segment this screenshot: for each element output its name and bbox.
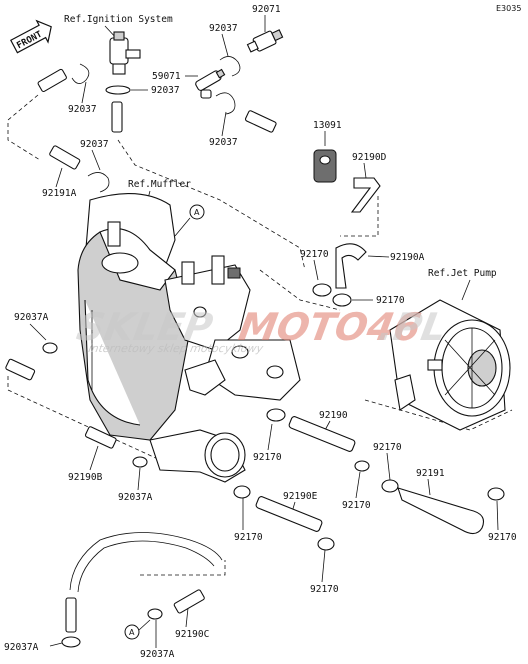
water-box-muffler bbox=[77, 193, 191, 441]
o-ring-icon bbox=[105, 85, 131, 95]
clamp-icon-6 bbox=[381, 479, 399, 493]
hose-92190 bbox=[288, 416, 356, 452]
joint-fitting bbox=[195, 68, 226, 91]
hose-left bbox=[5, 358, 36, 381]
watermark-part2: MOTO46 bbox=[235, 305, 424, 350]
hose-92190B bbox=[84, 426, 117, 449]
front-arrow-icon: FRONT bbox=[10, 19, 52, 54]
clamp-icon-11 bbox=[147, 608, 163, 620]
clamp-icon-8 bbox=[132, 456, 148, 468]
jet-pump bbox=[389, 299, 511, 431]
callout-a-top bbox=[189, 204, 205, 220]
hose-92190A bbox=[335, 243, 367, 289]
label-92190: 92190 bbox=[319, 410, 348, 421]
label-59071: 59071 bbox=[152, 71, 181, 82]
watermark: SKLEP MOTO46 .PL internetowy sklep motoc… bbox=[73, 305, 449, 355]
clamp-icon-9 bbox=[233, 485, 251, 499]
clamp-icon-5 bbox=[354, 460, 370, 472]
long-hose-line bbox=[69, 532, 223, 591]
clip-icon-3 bbox=[215, 92, 236, 115]
clip-icon-2 bbox=[219, 56, 241, 77]
bracket-13091 bbox=[313, 149, 337, 183]
label-92037-a: 92037 bbox=[68, 104, 97, 115]
hose-top-left bbox=[37, 68, 67, 93]
label-92037-b: 92037 bbox=[209, 23, 238, 34]
hose-92190D bbox=[350, 177, 381, 213]
ref-muffler: Ref.Muffler bbox=[128, 179, 191, 190]
hose-upper-right bbox=[244, 110, 277, 133]
label-92037-c: 92037 bbox=[209, 137, 238, 148]
label-92170-e: 92170 bbox=[373, 442, 402, 453]
breather-fitting bbox=[246, 29, 284, 53]
label-92191: 92191 bbox=[416, 468, 445, 479]
label-92191A: 92191A bbox=[42, 188, 77, 199]
callout-a-bottom-text: A bbox=[129, 628, 135, 637]
clamp-icon-10 bbox=[317, 537, 335, 551]
label-92037A-d: 92037A bbox=[4, 642, 39, 653]
ref-ignition-system: Ref.Ignition System bbox=[64, 14, 173, 25]
watermark-sub: internetowy sklep motocyklowy bbox=[87, 342, 264, 355]
callout-a-bottom bbox=[124, 624, 140, 640]
long-hose-line-2 bbox=[77, 540, 215, 593]
watermark-part1: SKLEP bbox=[73, 305, 216, 350]
hose-92191 bbox=[397, 487, 485, 535]
label-92170-a: 92170 bbox=[300, 249, 329, 260]
label-92037A-c: 92037A bbox=[140, 649, 175, 660]
clamp-icon-12 bbox=[61, 636, 81, 648]
label-92037-e: 92037 bbox=[151, 85, 180, 96]
clamp-icon bbox=[312, 283, 332, 297]
clamp-icon-3 bbox=[42, 342, 58, 354]
label-92170-f: 92170 bbox=[488, 532, 517, 543]
exhaust-manifold bbox=[164, 255, 301, 401]
ref-jet-pump: Ref.Jet Pump bbox=[428, 268, 497, 279]
outlet-elbow bbox=[149, 429, 246, 483]
label-92190D: 92190D bbox=[352, 152, 387, 163]
label-92190B: 92190B bbox=[68, 472, 103, 483]
label-92170-g: 92170 bbox=[234, 532, 263, 543]
label-92037A-a: 92037A bbox=[14, 312, 49, 323]
label-92190E: 92190E bbox=[283, 491, 318, 502]
clip-icon bbox=[71, 63, 90, 84]
label-92037A-b: 92037A bbox=[118, 492, 153, 503]
clamp-icon-7 bbox=[487, 487, 505, 501]
diagram-code: E3035 bbox=[496, 4, 521, 13]
small-joint bbox=[200, 89, 212, 99]
clamp-icon-4 bbox=[266, 408, 286, 422]
hose-92190E bbox=[255, 496, 323, 532]
label-92170-b: 92170 bbox=[376, 295, 405, 306]
hose-92191A bbox=[49, 145, 81, 170]
label-92170-c: 92170 bbox=[253, 452, 282, 463]
label-92190A: 92190A bbox=[390, 252, 425, 263]
hose-small-vertical bbox=[111, 101, 123, 133]
label-92071: 92071 bbox=[252, 4, 281, 15]
callout-a-top-text: A bbox=[194, 208, 200, 217]
label-92170-h: 92170 bbox=[310, 584, 339, 595]
label-13091: 13091 bbox=[313, 120, 342, 131]
clamp-icon-2 bbox=[332, 293, 352, 307]
label-92190C: 92190C bbox=[175, 629, 209, 640]
clip-icon-4 bbox=[87, 172, 110, 193]
watermark-part3: .PL bbox=[375, 305, 449, 350]
ignition-fitting bbox=[109, 31, 141, 75]
label-92037-d: 92037 bbox=[80, 139, 109, 150]
hose-92190C bbox=[173, 589, 205, 614]
hose-vertical-bottom bbox=[65, 597, 77, 633]
label-92170-d: 92170 bbox=[342, 500, 371, 511]
